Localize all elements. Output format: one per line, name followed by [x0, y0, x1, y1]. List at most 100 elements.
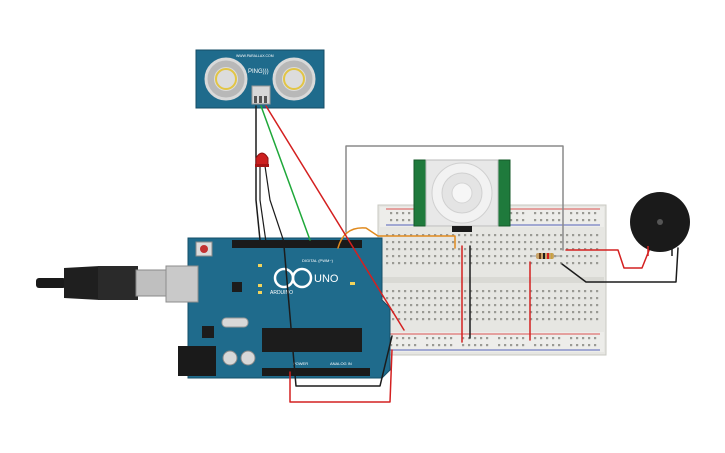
breadboard-hole: [464, 255, 467, 258]
breadboard-hole: [506, 290, 509, 293]
breadboard-hole: [548, 318, 551, 321]
usb-cable: [36, 266, 169, 300]
breadboard-hole: [548, 248, 551, 251]
breadboard-hole: [476, 241, 479, 244]
breadboard-hole: [570, 344, 573, 347]
breadboard-hole: [458, 304, 461, 307]
breadboard-hole: [450, 337, 453, 340]
breadboard-hole: [542, 241, 545, 244]
reset-button[interactable]: [200, 245, 208, 253]
piezo-buzzer[interactable]: [630, 192, 690, 256]
breadboard-hole: [560, 234, 563, 237]
breadboard-hole: [422, 255, 425, 258]
breadboard[interactable]: [377, 204, 607, 356]
breadboard-hole: [506, 304, 509, 307]
breadboard-hole: [410, 248, 413, 251]
breadboard-hole: [518, 255, 521, 258]
breadboard-hole: [534, 219, 537, 222]
breadboard-hole: [440, 241, 443, 244]
breadboard-hole: [470, 318, 473, 321]
breadboard-hole: [386, 234, 389, 237]
wire-red-5v: [289, 349, 393, 403]
breadboard-hole: [498, 344, 501, 347]
breadboard-hole: [440, 234, 443, 237]
breadboard-hole: [392, 234, 395, 237]
breadboard-hole: [470, 262, 473, 265]
breadboard-hole: [438, 344, 441, 347]
breadboard-hole: [480, 344, 483, 347]
arduino-uno[interactable]: UNO ARDUINO DIGITAL (PWM~) POWER ANALOG …: [36, 237, 391, 379]
breadboard-hole: [416, 248, 419, 251]
breadboard-hole: [386, 290, 389, 293]
pir-motion-sensor[interactable]: [413, 159, 511, 232]
breadboard-hole: [582, 212, 585, 215]
breadboard-hole: [386, 297, 389, 300]
breadboard-hole: [594, 212, 597, 215]
red-led[interactable]: [255, 152, 269, 167]
breadboard-hole: [578, 248, 581, 251]
breadboard-hole: [530, 297, 533, 300]
breadboard-hole: [510, 344, 513, 347]
breadboard-hole: [462, 337, 465, 340]
breadboard-hole: [464, 304, 467, 307]
breadboard-hole: [440, 297, 443, 300]
breadboard-hole: [542, 248, 545, 251]
breadboard-hole: [444, 337, 447, 340]
buzzer-hole-icon: [657, 219, 663, 225]
breadboard-hole: [422, 262, 425, 265]
breadboard-hole: [542, 234, 545, 237]
breadboard-hole: [470, 304, 473, 307]
breadboard-hole: [404, 304, 407, 307]
breadboard-hole: [534, 344, 537, 347]
breadboard-hole: [590, 248, 593, 251]
breadboard-hole: [518, 318, 521, 321]
breadboard-hole: [458, 290, 461, 293]
breadboard-hole: [410, 241, 413, 244]
breadboard-hole: [534, 212, 537, 215]
breadboard-hole: [446, 290, 449, 293]
breadboard-hole: [452, 262, 455, 265]
breadboard-hole: [470, 234, 473, 237]
breadboard-hole: [554, 318, 557, 321]
breadboard-hole: [578, 234, 581, 237]
wire-red-ping-5v: [265, 105, 405, 331]
breadboard-hole: [398, 318, 401, 321]
breadboard-hole: [566, 318, 569, 321]
breadboard-hole: [464, 318, 467, 321]
resistor[interactable]: [530, 253, 560, 259]
breadboard-hole: [572, 297, 575, 300]
breadboard-hole: [458, 241, 461, 244]
breadboard-hole: [458, 262, 461, 265]
breadboard-hole: [548, 311, 551, 314]
breadboard-hole: [476, 304, 479, 307]
breadboard-hole: [596, 234, 599, 237]
breadboard-hole: [458, 255, 461, 258]
power-analog-header[interactable]: [262, 368, 370, 376]
ping-ultrasonic-sensor[interactable]: PING))) WWW.PARALLAX.COM: [195, 49, 325, 109]
digital-header[interactable]: [232, 240, 362, 248]
breadboard-hole: [582, 337, 585, 340]
wire-gray: [345, 145, 564, 251]
breadboard-hole: [590, 297, 593, 300]
breadboard-hole: [500, 234, 503, 237]
breadboard-hole: [594, 337, 597, 340]
ping-url: WWW.PARALLAX.COM: [236, 54, 274, 58]
breadboard-hole: [596, 255, 599, 258]
breadboard-hole: [404, 241, 407, 244]
breadboard-hole: [416, 311, 419, 314]
digital-label: DIGITAL (PWM~): [302, 258, 334, 263]
breadboard-hole: [542, 304, 545, 307]
breadboard-hole: [578, 304, 581, 307]
wire-black-gnd: [283, 245, 393, 387]
breadboard-hole: [434, 311, 437, 314]
breadboard-hole: [482, 311, 485, 314]
breadboard-hole: [518, 304, 521, 307]
breadboard-hole: [506, 241, 509, 244]
breadboard-hole: [506, 297, 509, 300]
breadboard-hole: [548, 262, 551, 265]
breadboard-hole: [422, 311, 425, 314]
breadboard-hole: [524, 318, 527, 321]
breadboard-hole: [566, 297, 569, 300]
breadboard-hole: [524, 262, 527, 265]
breadboard-hole: [392, 255, 395, 258]
